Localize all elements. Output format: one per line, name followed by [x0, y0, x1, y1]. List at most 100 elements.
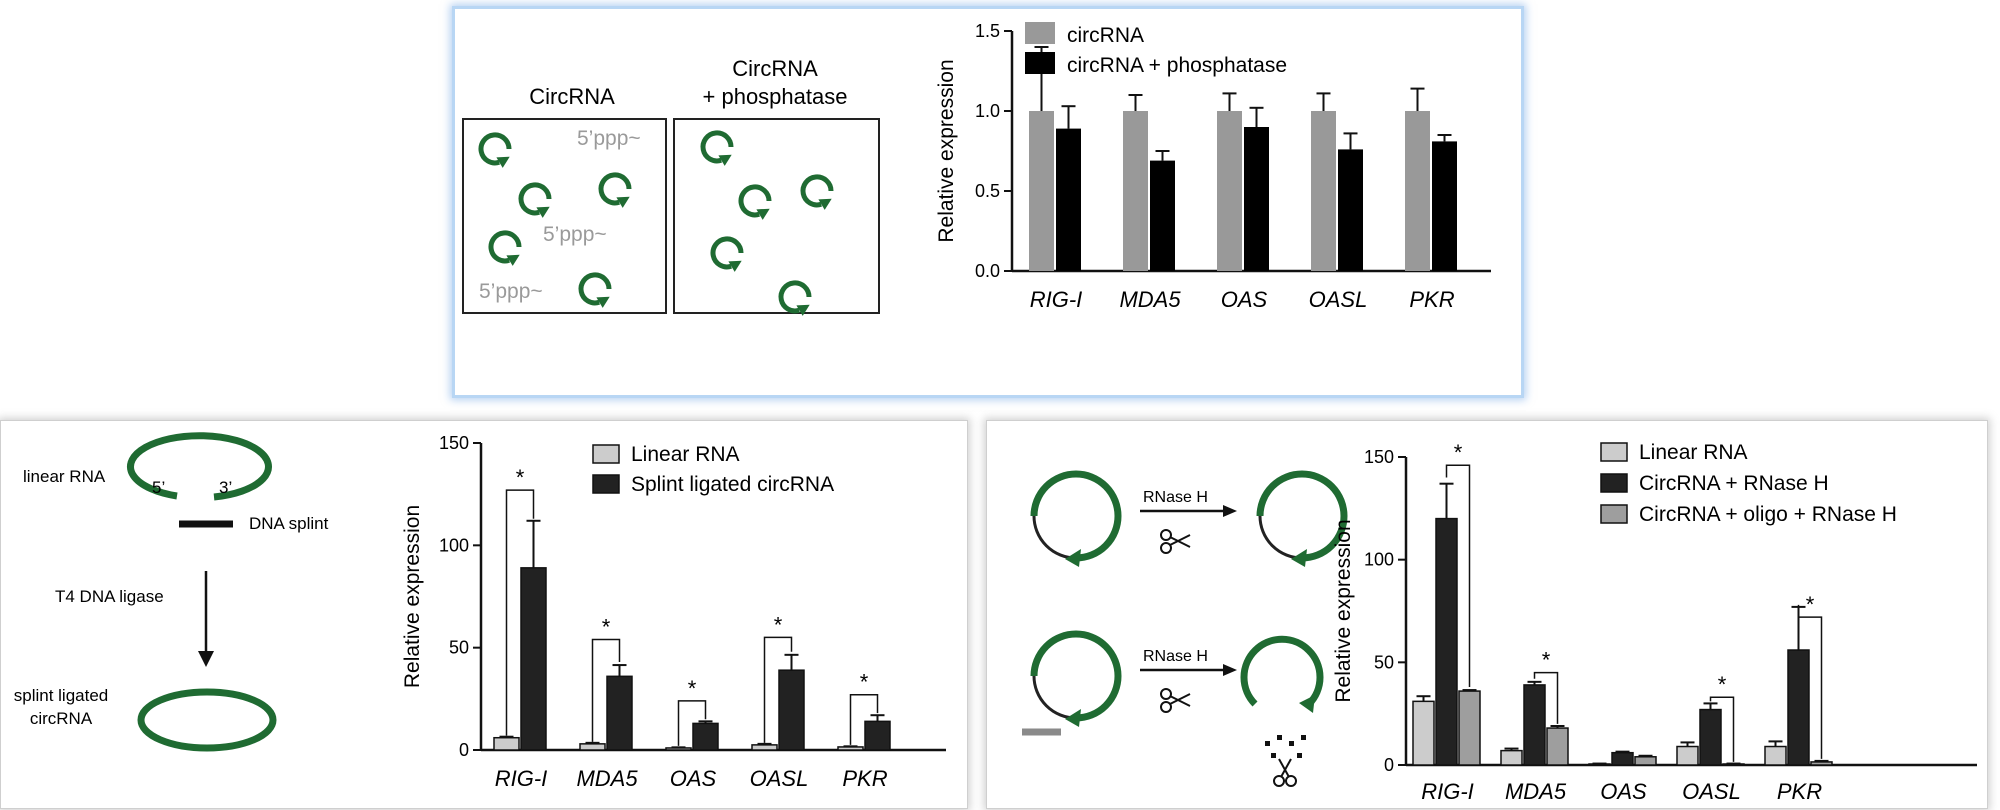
circrna-icon	[778, 280, 812, 314]
arrow-head-icon	[1065, 709, 1081, 727]
arrow-head-icon	[496, 156, 510, 168]
legend-swatch	[592, 444, 620, 464]
bar	[579, 743, 606, 751]
circrna-ring-icon	[1030, 630, 1122, 722]
significance-bracket	[1797, 604, 1823, 759]
significance-star: *	[1454, 440, 1463, 465]
five-prime-label: 5’	[152, 478, 165, 497]
significance-bracket	[849, 693, 879, 745]
legend-swatch	[1600, 442, 1628, 462]
category-label: MDA5	[1119, 287, 1181, 312]
y-tick-label: 50	[1374, 652, 1394, 672]
circrna-ring-icon	[137, 688, 277, 752]
category-label: PKR	[842, 766, 887, 791]
bar	[1611, 751, 1634, 766]
y-tick-label: 50	[449, 638, 469, 658]
legend-swatch	[1025, 22, 1055, 44]
bar	[520, 567, 547, 751]
arrow-head-icon	[1291, 549, 1307, 567]
bottom-right-panel: RNase H RNase H	[986, 420, 1988, 809]
significance-bracket	[1709, 696, 1735, 762]
significance-bracket	[1533, 671, 1559, 724]
y-axis-label: Relative expression	[935, 59, 958, 242]
bar	[1458, 690, 1481, 766]
significance-bracket	[1445, 464, 1471, 687]
category-label: PKR	[1409, 287, 1454, 312]
bar	[1123, 111, 1148, 271]
arrow-head-icon	[506, 254, 520, 266]
degraded-fragments	[1265, 735, 1306, 758]
rnase-label-1: RNase H	[1143, 489, 1208, 506]
legend-label: Linear RNA	[1639, 441, 1748, 464]
dna-splint-label: DNA splint	[249, 514, 329, 533]
y-tick-label: 0.0	[975, 261, 1000, 281]
product-label-2: circRNA	[30, 709, 93, 728]
circrna-icon	[518, 182, 552, 216]
category-label: OAS	[670, 766, 717, 791]
ppp-label: 5’ppp~	[479, 280, 543, 303]
significance-star: *	[1806, 592, 1815, 617]
bottom-right-panel-svg: RNase H RNase H	[1022, 440, 1977, 804]
top-panel: CircRNA CircRNA + phosphatase 5’ppp~ 5’p…	[452, 6, 1524, 398]
y-tick-label: 100	[439, 535, 469, 555]
arrow-head-icon	[756, 208, 770, 220]
significance-bracket	[763, 636, 793, 743]
bar	[1432, 141, 1457, 271]
ligase-label: T4 DNA ligase	[55, 587, 164, 606]
category-label: PKR	[1777, 779, 1822, 804]
arrow-head-icon	[728, 260, 742, 272]
significance-bracket	[591, 638, 621, 742]
hybrid-segment	[1032, 515, 1077, 560]
bar	[1523, 684, 1546, 766]
significance-star: *	[688, 676, 697, 701]
legend-swatch	[1600, 473, 1628, 493]
bar	[1435, 517, 1458, 766]
arrow-head-icon	[1223, 505, 1237, 517]
bar	[751, 744, 778, 751]
ppp-label: 5’ppp~	[543, 223, 607, 246]
category-label: RIG-I	[495, 766, 548, 791]
bar	[864, 720, 891, 751]
bar	[493, 736, 520, 751]
bar	[837, 746, 864, 751]
rnase-label-2: RNase H	[1143, 648, 1208, 665]
bar	[1244, 127, 1269, 271]
category-label: RIG-I	[1421, 779, 1474, 804]
significance-star: *	[1718, 672, 1727, 697]
significance-star: *	[860, 670, 869, 695]
significance-star: *	[1542, 648, 1551, 673]
hybrid-segment	[1258, 515, 1303, 560]
phosphatase-box-title-2: + phosphatase	[703, 84, 848, 109]
circrna-box-title: CircRNA	[529, 84, 615, 109]
bar	[1056, 128, 1081, 271]
circrna-icon	[800, 174, 834, 208]
significance-star: *	[602, 614, 611, 639]
legend-label: circRNA	[1067, 24, 1144, 47]
ppp-label: 5’ppp~	[577, 127, 641, 150]
y-tick-label: 0.5	[975, 181, 1000, 201]
arrow-head-icon	[718, 154, 732, 166]
bar	[1764, 745, 1787, 766]
legend-label: Linear RNA	[631, 443, 740, 466]
bar	[1150, 160, 1175, 271]
bar	[1217, 111, 1242, 271]
bar	[692, 722, 719, 751]
arrow-head-icon	[1223, 664, 1237, 676]
bottom-left-panel: linear RNA 5’ 3’ DNA splint T4 DNA ligas…	[0, 420, 968, 809]
scissors-icon	[1273, 758, 1297, 787]
y-tick-label: 1.0	[975, 101, 1000, 121]
phosphatase-box	[673, 118, 880, 314]
circrna-icons	[478, 130, 834, 316]
circrna-ring-icon	[1256, 470, 1348, 562]
y-tick-label: 150	[439, 433, 469, 453]
bottom-left-panel-svg: linear RNA 5’ 3’ DNA splint T4 DNA ligas…	[14, 432, 946, 791]
bar	[1412, 700, 1435, 766]
legend-swatch	[1025, 52, 1055, 74]
category-label: OASL	[750, 766, 809, 791]
legend-swatch	[592, 474, 620, 494]
y-tick-label: 100	[1364, 550, 1394, 570]
bar	[1699, 708, 1722, 766]
product-label-1: splint ligated	[14, 686, 109, 705]
arrow-head-icon	[1299, 695, 1315, 713]
